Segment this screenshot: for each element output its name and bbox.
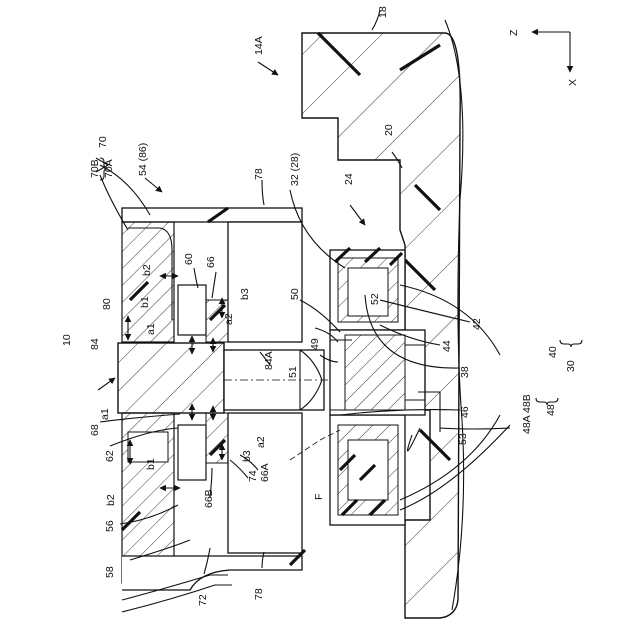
label-b3-bottom: b3: [241, 450, 253, 462]
label-a1-top: a1: [145, 323, 157, 335]
label-30: 30: [565, 360, 577, 372]
label-80: 80: [101, 298, 113, 310]
label-46: 46: [459, 406, 471, 418]
label-48: 48: [545, 404, 557, 416]
label-74: 74: [247, 470, 259, 482]
label-32-28: 32 (28): [289, 153, 301, 186]
label-38: 38: [459, 366, 471, 378]
label-44: 44: [441, 340, 453, 352]
label-84: 84: [89, 338, 101, 350]
label-58: 58: [104, 566, 116, 578]
brace-30: [560, 340, 582, 347]
label-53: 53: [457, 433, 469, 445]
label-a2-top: a2: [223, 313, 235, 325]
label-40: 40: [547, 346, 559, 358]
label-84a: 84A: [263, 351, 275, 370]
label-24: 24: [343, 173, 355, 185]
label-a2-bottom: a2: [255, 436, 267, 448]
label-20: 20: [383, 124, 395, 136]
label-10: 10: [61, 334, 73, 346]
magnet-60: [178, 285, 206, 335]
label-62: 62: [104, 450, 116, 462]
label-66a: 66A: [259, 463, 271, 482]
label-14a: 14A: [253, 36, 265, 55]
label-f: F: [313, 494, 325, 500]
x-axis-label: X: [567, 79, 579, 86]
label-51: 51: [287, 366, 299, 378]
label-56: 56: [104, 520, 116, 532]
label-66b: 66B: [203, 489, 215, 508]
lower-rotor: [122, 413, 305, 612]
label-18: 18: [377, 6, 389, 18]
label-42: 42: [471, 318, 483, 330]
z-axis-label: Z: [508, 29, 520, 36]
label-b1-top: b1: [139, 296, 151, 308]
label-b1-bottom: b1: [145, 458, 157, 470]
axis-indicator: Z X: [508, 29, 579, 86]
label-60: 60: [183, 253, 195, 265]
label-78-top: 78: [253, 168, 265, 180]
label-a1-bottom: a1: [99, 408, 111, 420]
label-66: 66: [205, 256, 217, 268]
label-b2-top: b2: [141, 264, 153, 276]
bearing-block: [330, 248, 405, 330]
brace-48: [536, 398, 558, 405]
label-54-86: 54 (86): [137, 143, 149, 176]
label-48a-48b: 48A 48B: [521, 394, 533, 434]
label-b2-bottom: b2: [105, 494, 117, 506]
label-72: 72: [197, 594, 209, 606]
label-70b: 70B: [89, 159, 101, 178]
label-68: 68: [89, 424, 101, 436]
label-70: 70: [97, 136, 109, 148]
label-b3-top: b3: [239, 288, 251, 300]
label-78-bottom: 78: [253, 588, 265, 600]
label-52: 52: [369, 293, 381, 305]
magnet-62: [178, 425, 206, 480]
label-50: 50: [289, 288, 301, 300]
bearing-lower-block: [330, 415, 405, 525]
label-49: 49: [309, 338, 321, 350]
